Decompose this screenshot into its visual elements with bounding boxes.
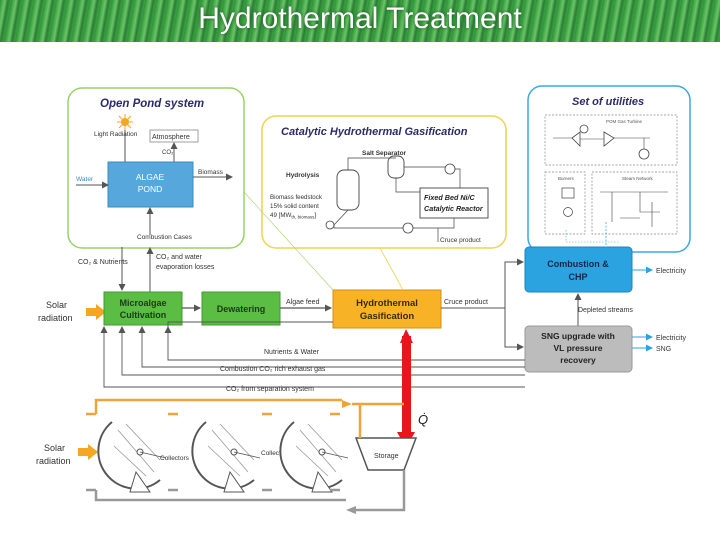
title-banner [0, 0, 720, 42]
catalytic-reactor-box [419, 187, 489, 219]
reactor-label-1: Fixed Bed Ni/C [424, 193, 476, 202]
heat-arrow [397, 329, 415, 448]
salt-separator-label: Salt Separator [362, 150, 407, 157]
nutrients-water-label: Nutrients & Water [264, 349, 320, 356]
microalgae-cultivation-box [103, 291, 183, 326]
chp-label-2: CHP [568, 272, 587, 282]
heat-q-label: Q̇ [418, 412, 428, 427]
combustion-gases-label: Combustion Cases [137, 234, 193, 241]
process-diagram: Open Pond system Light Radiation Atmosph… [36, 85, 691, 514]
sng-label-2: VL pressure [554, 343, 603, 353]
page-title: Hydrothermal Treatment [198, 2, 522, 35]
collectors-2-label: Collectors [261, 450, 291, 457]
utilities-title: Set of utilities [572, 96, 644, 108]
dewatering-label: Dewatering [217, 304, 266, 314]
sng-label-3: recovery [560, 355, 596, 365]
algae-pond-label-1: ALGAE [136, 172, 165, 182]
separation-label: CO₂ from separation system [226, 386, 314, 393]
utilities-panel: Set of utilities POM Gas Turbine Burners… [527, 85, 691, 253]
chp-label-1: Combustion & [547, 259, 609, 269]
reactor-label-2: Catalytic Reactor [424, 204, 484, 213]
atmosphere-label: Atmosphere [152, 134, 190, 141]
co2-nutrients-label: CO₂ & Nutrients [78, 259, 128, 266]
light-radiation-label: Light Radiation [94, 131, 138, 138]
collectors-1-label: Collectors [160, 455, 190, 462]
storage-label: Storage [374, 453, 399, 460]
sng-label-1: SNG upgrade with [541, 331, 615, 341]
water-label: Water [76, 176, 94, 183]
exhaust-gas-label: Combustion CO₂ rich exhaust gas [220, 366, 326, 373]
electricity-1-label: Electricity [656, 268, 686, 275]
chg-crude-product-label: Cruce product [440, 237, 481, 244]
heat-exchanger-1 [444, 163, 456, 175]
burners-label: Burners [558, 176, 575, 181]
generator-icon [638, 148, 650, 160]
sun-icon [117, 114, 133, 130]
solar-radiation-2-label-1: Solar [44, 443, 65, 453]
collector-dish-1 [97, 421, 167, 493]
feed-label-2: 15% solid content [270, 203, 319, 210]
hg-label-2: Gasification [360, 311, 415, 322]
heat-exchanger-2 [402, 222, 414, 234]
collector-dish-2 [191, 421, 261, 493]
combustion-chp-box [524, 246, 633, 293]
solar-radiation-1-label-1: Solar [46, 300, 67, 310]
solar-radiation-2-label-2: radiation [36, 456, 71, 466]
algae-feed-label: Algae feed [286, 299, 320, 306]
co2-label: CO₂ [162, 150, 174, 156]
open-pond-panel: Open Pond system Light Radiation Atmosph… [67, 87, 245, 249]
solar-arrow-1 [86, 304, 106, 320]
chg-title: Catalytic Hydrothermal Gasification [281, 126, 468, 138]
hot-loop-line [94, 398, 342, 410]
hydrothermal-gasification-box [332, 289, 442, 329]
algae-pond-label-2: POND [138, 184, 163, 194]
feed-label-3: 49 [MWth, biomass] [270, 212, 316, 220]
steam-network-box [591, 171, 678, 235]
electricity-2-label: Electricity [656, 335, 686, 342]
depleted-streams-label: Depleted streams [578, 307, 633, 314]
microalgae-label-2: Cultivation [120, 310, 167, 320]
open-pond-title: Open Pond system [100, 98, 204, 110]
collector-dish-3 [279, 421, 349, 493]
cold-loop-line [94, 490, 346, 502]
solar-arrow-2 [78, 444, 98, 460]
hg-label-1: Hydrothermal [356, 298, 418, 309]
hydrolysis-vessel [336, 169, 360, 211]
chg-panel: Catalytic Hydrothermal Gasification Salt… [261, 115, 507, 249]
algae-pond-box [107, 161, 194, 208]
co2-losses-label-2: evaporation losses [156, 264, 215, 271]
feed-pump [325, 220, 335, 230]
co2-losses-label-1: CO₂ and water [156, 254, 203, 261]
sng-upgrade-box [524, 325, 633, 373]
feed-label-1: Biomass feedstock [270, 194, 323, 201]
burners-box [544, 171, 586, 235]
crude-product-label: Cruce product [444, 299, 488, 306]
sng-output-label: SNG [656, 346, 671, 353]
gas-turbine-label: POM Gas Turbine [606, 119, 643, 124]
solar-radiation-1-label-2: radiation [38, 313, 73, 323]
salt-separator-vessel [387, 155, 405, 179]
dewatering-box [201, 291, 281, 326]
steam-network-label: Steam Network [622, 176, 654, 181]
microalgae-label-1: Microalgae [119, 298, 166, 308]
hydrolysis-label: Hydrolysis [286, 172, 320, 179]
biomass-label: Biomass [198, 169, 224, 176]
